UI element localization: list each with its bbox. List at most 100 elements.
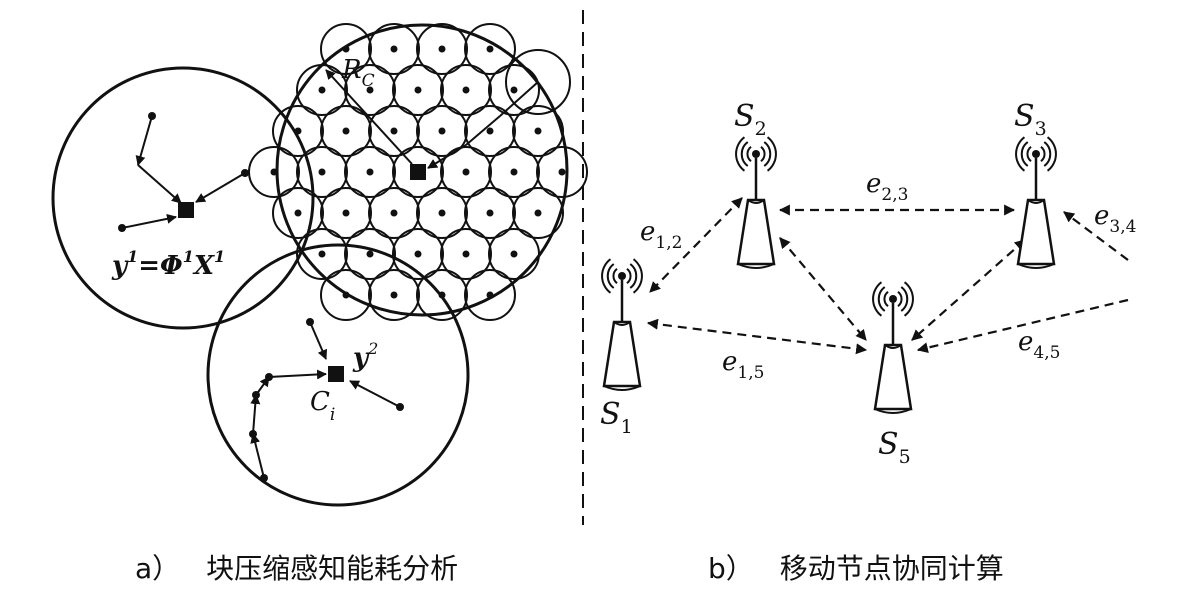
label-e12: e1,2 xyxy=(640,217,682,253)
label-s2: S2 xyxy=(734,99,767,140)
coverage-circle-22 xyxy=(272,187,324,239)
coverage-circle-31 xyxy=(440,228,492,280)
sensor-node-25 xyxy=(438,209,446,217)
sensor-node-32 xyxy=(510,250,518,258)
sensor-node-1 xyxy=(390,45,398,53)
coverage-circle-35 xyxy=(416,269,468,321)
sensor-node-10 xyxy=(342,127,350,135)
label-s3: S3 xyxy=(1014,99,1047,140)
coverage-circle-24 xyxy=(368,187,420,239)
antenna-s2-icon xyxy=(752,150,760,158)
sensor-node-33 xyxy=(342,291,350,299)
sensor-node-26 xyxy=(486,209,494,217)
coverage-circle-20 xyxy=(488,146,540,198)
coverage-circle-27 xyxy=(512,187,564,239)
antenna-s3-icon xyxy=(1032,150,1040,158)
sensor-node-5 xyxy=(366,86,374,94)
sensor-node-6 xyxy=(414,86,422,94)
sink-node-center xyxy=(410,164,426,180)
antenna-s1-icon xyxy=(618,272,626,280)
tower-s2 xyxy=(735,136,777,269)
sensor-node-19 xyxy=(462,168,470,176)
bottom-cluster-paths xyxy=(249,318,404,482)
coverage-circle-30 xyxy=(392,228,444,280)
coverage-circle-1 xyxy=(368,23,420,75)
coverage-circle-34 xyxy=(368,269,420,321)
caption-a: a）块压缩感知能耗分析 xyxy=(135,552,458,585)
cluster-circle-small xyxy=(505,49,571,115)
label-e45: e4,5 xyxy=(1018,327,1060,363)
sensor-node-12 xyxy=(438,127,446,135)
sensor-node-7 xyxy=(462,86,470,94)
sensor-node-3 xyxy=(486,45,494,53)
sensor-node-4 xyxy=(318,86,326,94)
sink-node-bottom xyxy=(328,366,344,382)
coverage-circle-32 xyxy=(488,228,540,280)
label-e34: e3,4 xyxy=(1094,201,1136,237)
coverage-circle-3 xyxy=(464,23,516,75)
coverage-circle-23 xyxy=(320,187,372,239)
link-e12 xyxy=(649,197,743,293)
coverage-circle-11 xyxy=(368,105,420,157)
sensor-node-28 xyxy=(318,250,326,258)
label-ci: Ci xyxy=(310,387,335,425)
coverage-circle-4 xyxy=(296,64,348,116)
sensor-node-0 xyxy=(342,45,350,53)
equation-y1: y1=Φ1X1 xyxy=(111,247,225,281)
coverage-circle-13 xyxy=(464,105,516,157)
coverage-circle-15 xyxy=(248,146,300,198)
coverage-circle-0 xyxy=(320,23,372,75)
sensor-node-30 xyxy=(414,250,422,258)
sensor-node-35 xyxy=(438,291,446,299)
sensor-node-31 xyxy=(462,250,470,258)
sensor-node-14 xyxy=(534,127,542,135)
link-e25 xyxy=(779,237,867,341)
sensor-node-8 xyxy=(510,86,518,94)
link-e34 xyxy=(1063,211,1129,261)
towers xyxy=(601,136,1057,414)
caption-b: b）移动节点协同计算 xyxy=(708,552,1004,585)
link-e15 xyxy=(646,318,868,355)
sensor-node-22 xyxy=(294,209,302,217)
cluster-circle-large xyxy=(275,23,569,317)
coverage-circle-28 xyxy=(296,228,348,280)
radius-rc-arrow xyxy=(325,69,413,165)
label-rc: RC xyxy=(341,55,375,91)
coverage-circle-9 xyxy=(272,105,324,157)
coverage-circle-12 xyxy=(416,105,468,157)
tower-s3 xyxy=(1015,136,1057,269)
coverage-circle-26 xyxy=(464,187,516,239)
cluster-circle-left xyxy=(51,66,315,330)
antenna-s5-icon xyxy=(889,295,897,303)
tower-s5 xyxy=(872,281,914,414)
sensor-node-2 xyxy=(438,45,446,53)
sensor-node-13 xyxy=(486,127,494,135)
cluster-circle-bottom xyxy=(206,243,470,507)
sensor-node-36 xyxy=(486,291,494,299)
label-e15: e1,5 xyxy=(722,347,764,383)
sensor-node-34 xyxy=(390,291,398,299)
coverage-circle-2 xyxy=(416,23,468,75)
coverage-circle-6 xyxy=(392,64,444,116)
label-e23: e2,3 xyxy=(866,169,908,205)
coverage-circle-8 xyxy=(488,64,540,116)
coverage-circle-16 xyxy=(296,146,348,198)
label-s5: S5 xyxy=(878,427,911,468)
left-cluster-paths xyxy=(118,112,249,232)
tower-s1 xyxy=(601,258,643,391)
coverage-circle-33 xyxy=(320,269,372,321)
coverage-circle-14 xyxy=(512,105,564,157)
sensor-node-29 xyxy=(366,250,374,258)
sensor-node-16 xyxy=(318,168,326,176)
label-s1: S1 xyxy=(600,397,633,438)
sensor-node-21 xyxy=(558,168,566,176)
sink-node-left xyxy=(178,202,194,218)
sensor-node-23 xyxy=(342,209,350,217)
coverage-circle-19 xyxy=(440,146,492,198)
large-cluster-paths xyxy=(325,69,539,180)
sensor-node-20 xyxy=(510,168,518,176)
sensor-node-9 xyxy=(294,127,302,135)
coverage-circle-18 xyxy=(392,146,444,198)
sensor-node-11 xyxy=(390,127,398,135)
